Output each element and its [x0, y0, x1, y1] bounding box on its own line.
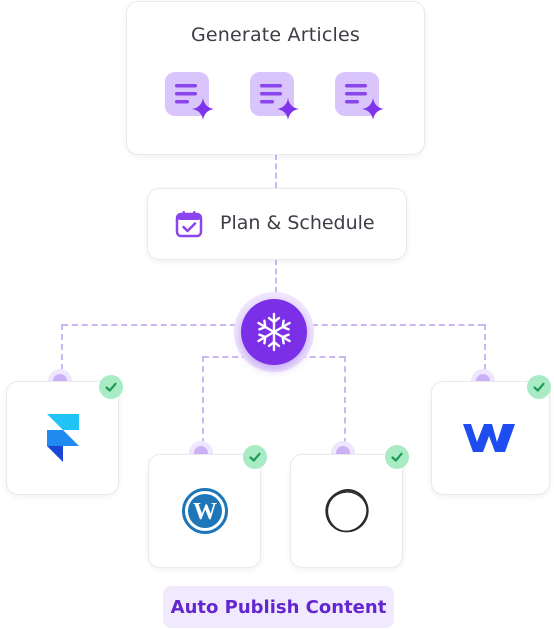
plan-schedule-card: Plan & Schedule	[147, 188, 407, 260]
platform-card-webflow	[431, 381, 550, 495]
platform-card-framer	[6, 381, 119, 495]
hub-circle	[241, 299, 307, 365]
generate-articles-card: Generate Articles	[126, 1, 425, 155]
connector-generate-plan	[275, 154, 277, 188]
check-icon-circle	[385, 445, 409, 469]
auto-publish-label: Auto Publish Content	[170, 597, 387, 618]
auto-publish-pill: Auto Publish Content	[163, 586, 394, 628]
connector-plan-hub	[275, 259, 277, 293]
hub-node	[234, 292, 314, 372]
connector-wordpress	[202, 356, 204, 444]
article-sparkle-icon	[248, 70, 300, 122]
generate-articles-title: Generate Articles	[190, 24, 361, 46]
check-icon-wordpress	[243, 445, 267, 469]
wordpress-logo: W	[182, 488, 228, 534]
connector-circle	[344, 356, 346, 444]
webflow-logo	[463, 424, 515, 452]
platform-card-wordpress: W	[148, 454, 261, 568]
circle-logo	[325, 489, 369, 533]
check-icon-webflow	[527, 375, 551, 399]
framer-logo	[47, 414, 79, 462]
check-icon-framer	[99, 375, 123, 399]
article-sparkle-icon	[163, 70, 215, 122]
platform-card-circle	[290, 454, 403, 568]
connector-hub-right	[312, 324, 484, 326]
connector-framer	[61, 324, 63, 370]
article-sparkle-icon	[333, 70, 385, 122]
calendar-check-icon	[174, 209, 204, 239]
connector-hub-left	[62, 324, 236, 326]
plan-schedule-label: Plan & Schedule	[220, 212, 375, 234]
connector-webflow	[484, 324, 486, 370]
svg-text:W: W	[193, 499, 217, 525]
snowflake-icon	[257, 312, 291, 352]
